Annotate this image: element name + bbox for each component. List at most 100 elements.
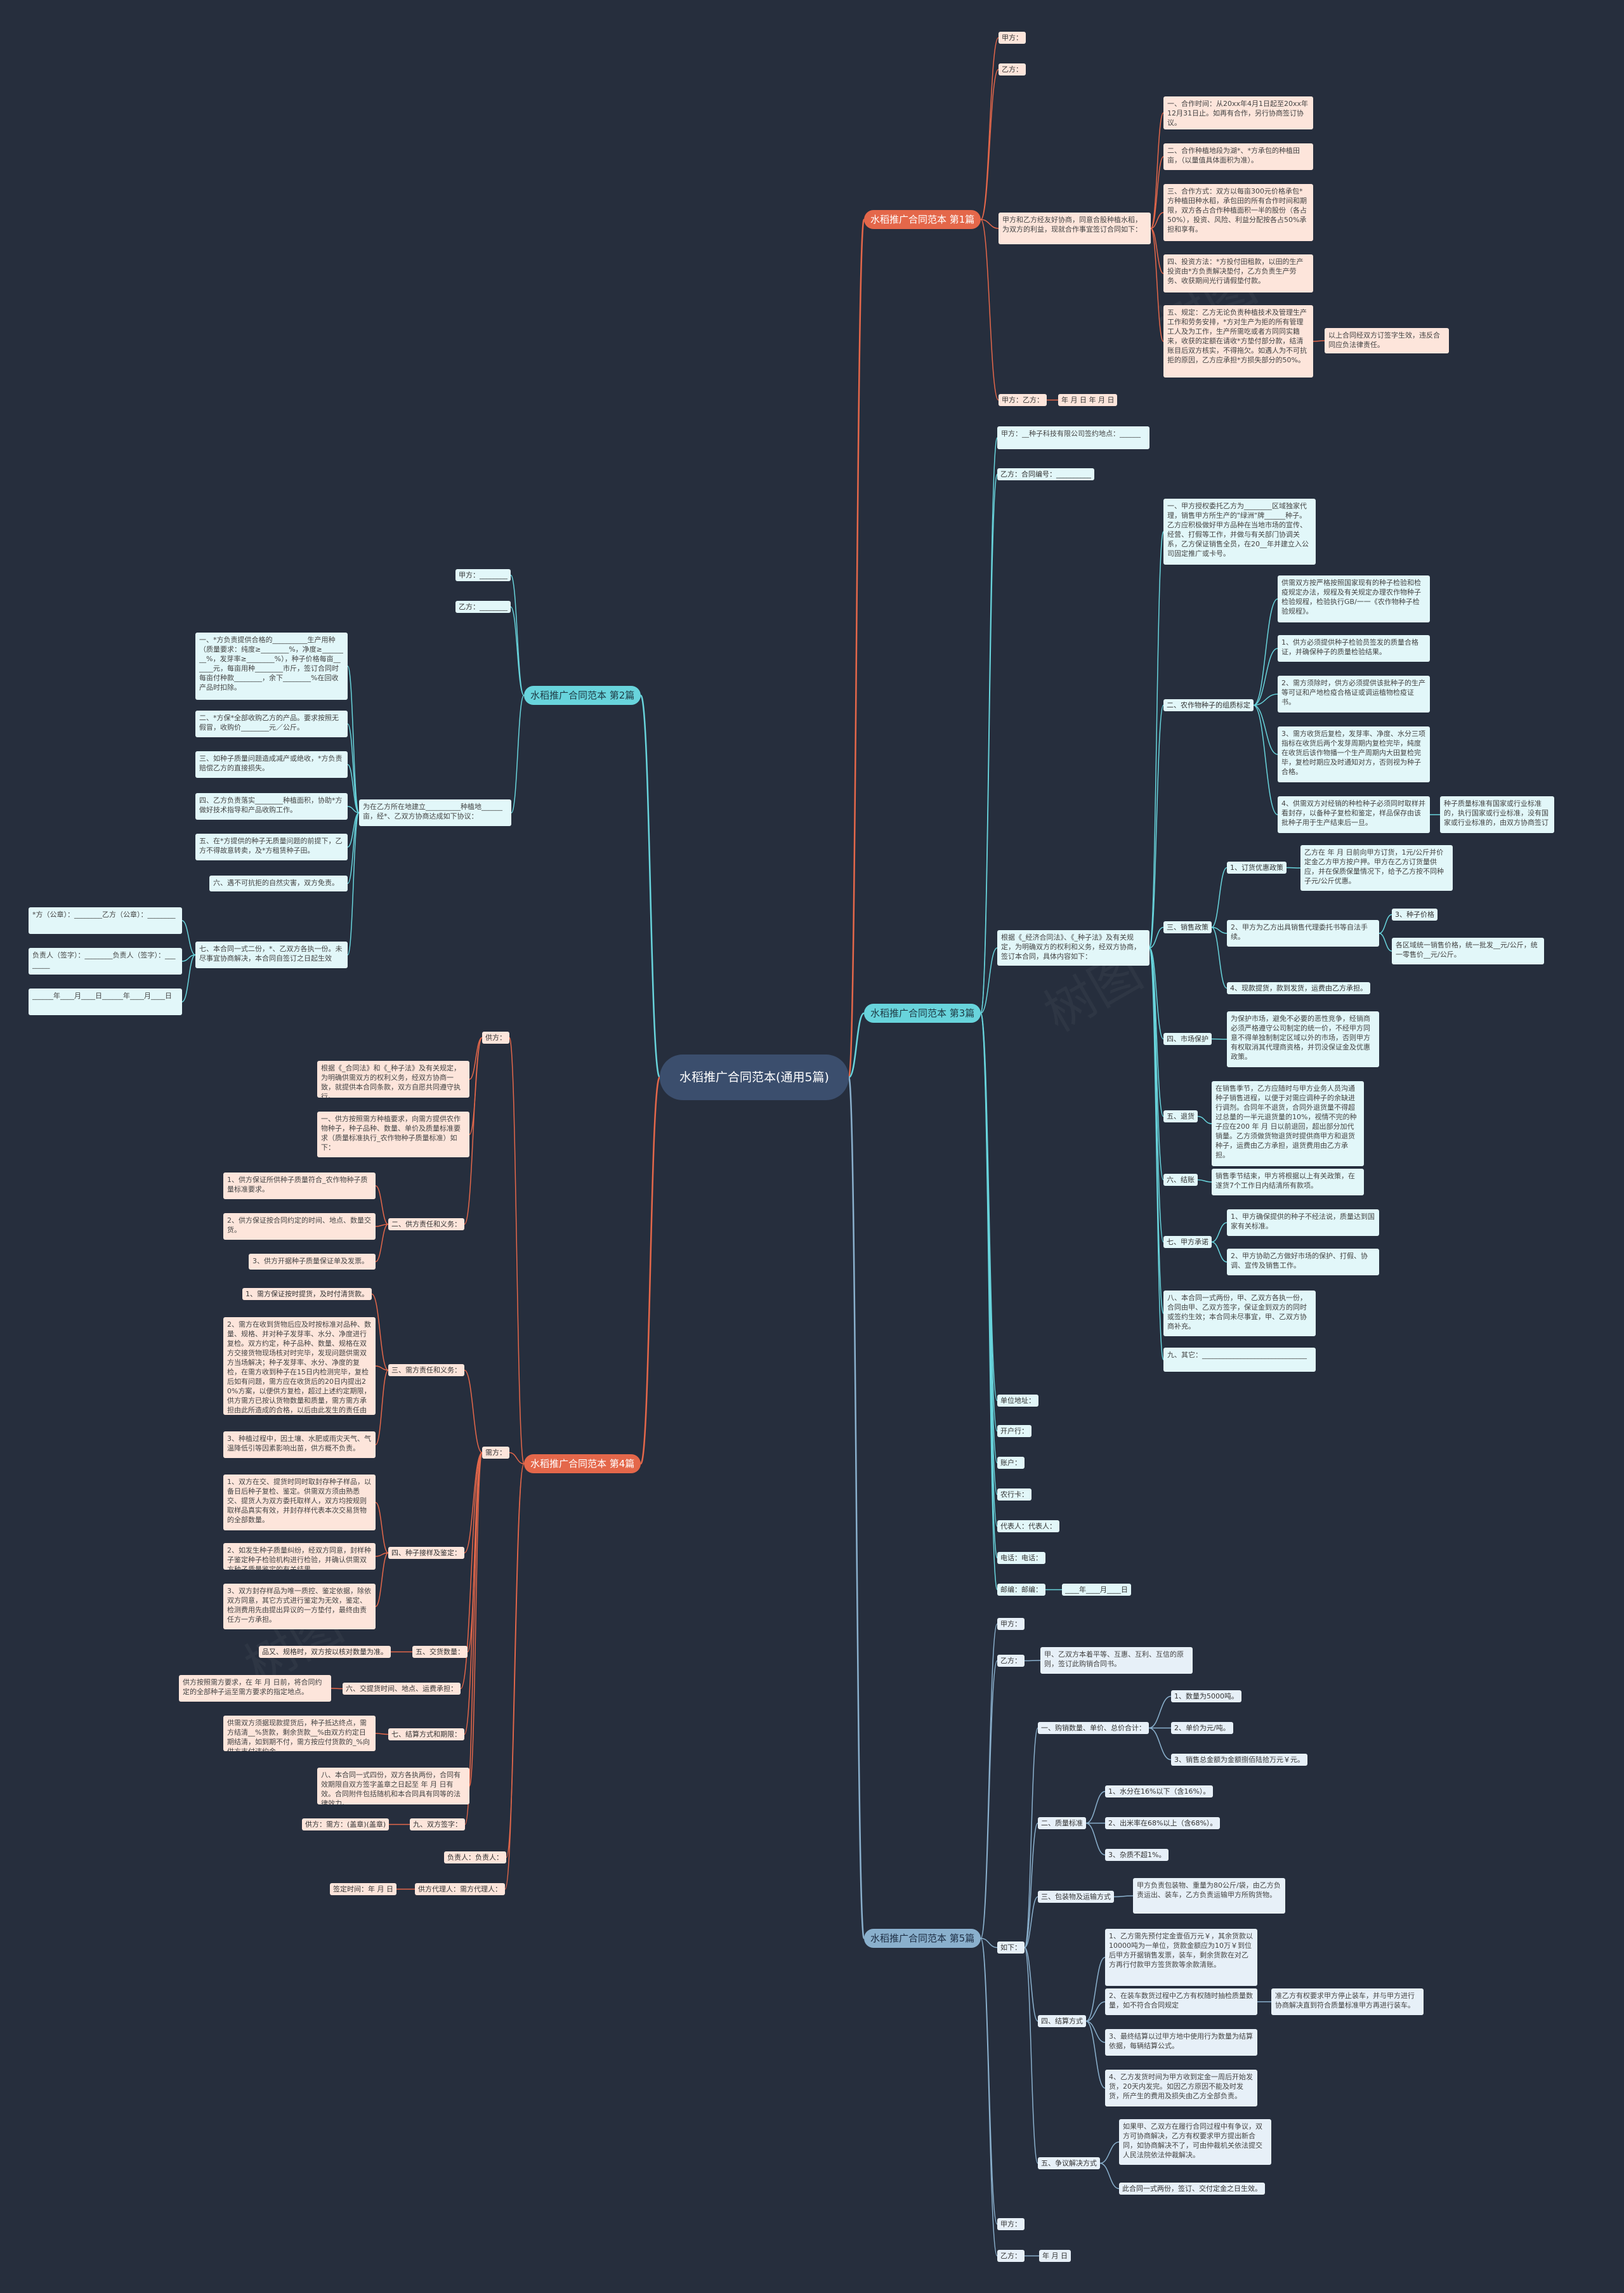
branch-part-4[interactable]: 水稻推广合同范本 第4篇 <box>524 1454 641 1473</box>
node-subclause[interactable]: 供需双方按严格按照国家现有的种子检验和检疫规定办法，规程及有关规定办理农作物种子… <box>1278 575 1430 622</box>
node-clause[interactable]: 三、合作方式：双方以每亩300元价格承包*方种植田种水稻，承包田的所有合作时间和… <box>1163 184 1313 241</box>
node-party-a[interactable]: 甲方：__种子科技有限公司签约地点：______ <box>997 426 1149 449</box>
node-subclause[interactable]: 1、需方保证按时提货，及时付清货款。 <box>242 1288 372 1300</box>
node-party-b[interactable]: 乙方：________ <box>455 601 511 613</box>
node-agent[interactable]: 供方代理人：需方代理人： <box>415 1883 505 1895</box>
node-subclause[interactable]: 乙方在 年 月 日前向甲方订货，1元/公斤并价定金乙方甲方按户押。甲方在乙方订货… <box>1300 845 1453 891</box>
node-subclause[interactable]: 为保护市场，避免不必要的恶性竞争，经销商必须严格遵守公司制定的统一价，不经甲方同… <box>1227 1011 1379 1067</box>
node-clause[interactable]: 四、结算方式 <box>1038 2015 1086 2027</box>
node-clause[interactable]: 九、其它：______________________________ <box>1163 1348 1316 1372</box>
branch-part-1[interactable]: 水稻推广合同范本 第1篇 <box>864 210 981 229</box>
node-subclause[interactable]: 1、供方保证所供种子质量符合_农作物种子质量标准要求。 <box>223 1173 376 1199</box>
node-intro[interactable]: 甲、乙双方本着平等、互惠、互利、互信的原则，签订此购销合同书。 <box>1040 1647 1193 1674</box>
branch-part-5[interactable]: 水稻推广合同范本 第5篇 <box>864 1929 981 1948</box>
node-subclause[interactable]: 甲方负责包装物、重量为80公斤/袋，由乙方负责运出、装车，乙方负责运输甲方所购货… <box>1133 1878 1285 1914</box>
root-topic[interactable]: 水稻推广合同范本(通用5篇) <box>660 1055 849 1100</box>
node-signatures[interactable]: 甲方：乙方： <box>999 394 1047 406</box>
node-clause[interactable]: 五、在*方提供的种子无质量问题的前提下，乙方不得故意转卖，及*方租赁种子田。 <box>195 834 348 860</box>
node-party-b[interactable]: 乙方： <box>999 63 1026 76</box>
node-clause[interactable]: 九、双方签字： <box>410 1818 465 1830</box>
node-clause[interactable]: 六、交提货时间、地点、运费承担： <box>343 1683 461 1695</box>
node-representative[interactable]: 代表人：代表人： <box>997 1520 1059 1532</box>
node-party-a[interactable]: 甲方：________ <box>455 569 511 581</box>
node-intro[interactable]: 甲方和乙方经友好协商，同意合股种植水稻，为双方的利益，现就合作事宜签订合同如下： <box>999 213 1151 244</box>
node-clause[interactable]: 三、需方责任和义务： <box>388 1364 464 1376</box>
node-party-a[interactable]: 甲方： <box>999 32 1026 44</box>
node-clause[interactable]: 四、市场保护 <box>1163 1033 1212 1045</box>
node-subclause[interactable]: 3、最终结算以过甲方地中使用行为数量为结算依据，每辆结算公式。 <box>1105 2029 1257 2056</box>
node-subclause[interactable]: 1、订货优惠政策 <box>1227 862 1287 874</box>
node-clause[interactable]: 三、销售政策 <box>1163 921 1212 933</box>
node-subclause[interactable]: 种子质量标准有国家或行业标准的，执行国家或行业标准，没有国家或行业标准的，由双方… <box>1440 796 1554 833</box>
node-clause[interactable]: 二、合作种植地段为湖*、*方承包的种植田亩，（以量值具体面积为准）。 <box>1163 143 1313 170</box>
node-phone[interactable]: 电话：电话： <box>997 1552 1045 1564</box>
branch-part-3[interactable]: 水稻推广合同范本 第3篇 <box>864 1004 981 1023</box>
node-subclause[interactable]: 准乙方有权要求甲方停止装车，并与甲方进行协商解决直到符合质量标准甲方再进行装车。 <box>1271 1988 1424 2015</box>
node-subclause[interactable]: 3、销售总金额为金额捌佰陆拾万元￥元。 <box>1171 1754 1307 1766</box>
node-subclause[interactable]: 销售季节结束，甲方将根据以上有关政策，在遂货7个工作日内结清所有款项。 <box>1212 1169 1364 1195</box>
node-signer[interactable]: 负责人（签字）：________负责人（签字）：________ <box>29 948 182 975</box>
node-party-a[interactable]: 甲方： <box>997 1618 1025 1630</box>
node-subclause[interactable]: 如果甲、乙双方在履行合同过程中有争议，双方可协商解决，乙方有权要求甲方提出新合同… <box>1119 2119 1271 2165</box>
node-clause[interactable]: 五、争议解决方式 <box>1038 2157 1100 2169</box>
node-clause[interactable]: 八、本合同一式两份，甲、乙双方各执一份，合同由甲、乙双方签字，保证金到双方的同时… <box>1163 1291 1316 1336</box>
node-subclause[interactable]: 2、出米率在68%以上（含68%）。 <box>1105 1817 1221 1829</box>
node-intro[interactable]: 根据《_合同法》和《_种子法》及有关规定，为明确供需双方的权利义务，经双方协商一… <box>317 1061 469 1098</box>
node-subclause[interactable]: 4、供需双方对经销的种检种子必须同时取样并看封存，以备种子复检和鉴定，样品保存由… <box>1278 796 1430 833</box>
node-clause[interactable]: 一、购销数量、单价、总价合计： <box>1038 1722 1149 1734</box>
node-subclause[interactable]: 3、供方开据种子质量保证单及发票。 <box>249 1254 376 1270</box>
node-date[interactable]: ____年____月____日 <box>1062 1584 1131 1596</box>
node-date[interactable]: ______年____月____日______年____月____日 <box>29 989 182 1015</box>
node-clause[interactable]: 一、合作时间：从20xx年4月1日起至20xx年12月31日止。如再有合作，另行… <box>1163 96 1313 129</box>
node-buyer[interactable]: 需方： <box>482 1447 509 1459</box>
node-clause[interactable]: 三、包装物及运输方式 <box>1038 1891 1114 1903</box>
node-subclause[interactable]: 2、甲方协助乙方做好市场的保护、打假、协调、宣传及销售工作。 <box>1227 1249 1379 1275</box>
node-party-b[interactable]: 乙方：合同编号：__________ <box>997 468 1094 480</box>
node-intro[interactable]: 根据《_经济合同法》、《_种子法》及有关规定，为明确双方的权利和义务，经双方协商… <box>997 930 1149 966</box>
node-subclause[interactable]: 2、供方保证按合同约定的时间、地点、数量交货。 <box>223 1213 376 1240</box>
node-subclause[interactable]: 1、供方必须提供种子检验员签发的质量合格证，并确保种子的质量检验结果。 <box>1278 635 1430 662</box>
node-subclause[interactable]: 在销售季节，乙方应随时与甲方业务人员沟通种子销售进程，以便于对需应调种子的余缺进… <box>1212 1081 1364 1166</box>
node-bank[interactable]: 开户行： <box>997 1425 1031 1437</box>
node-clause[interactable]: 一、*方负责提供合格的__________生产用种（质量要求：纯度≥______… <box>195 633 348 700</box>
node-subclause[interactable]: 3、需方收货后复检，发芽率、净度、水分三项指标在收货后两个发芽周期内复检完毕，純… <box>1278 726 1430 782</box>
node-clause[interactable]: 五、退货 <box>1163 1110 1198 1122</box>
node-seal[interactable]: *方（公章）：________乙方（公章）：________ <box>29 907 182 934</box>
node-subclause[interactable]: 4、乙方发货时间为甲方收到定金一周后开始发货，20天内发完。如因乙方原因不能及时… <box>1105 2070 1257 2106</box>
node-subclause[interactable]: 3、种植过程中，因土壤、水肥或雨灾天气、气温降低引等因素影响出苗，供方概不负责。 <box>223 1431 376 1458</box>
node-clause[interactable]: 七、甲方承诺 <box>1163 1236 1212 1248</box>
node-subclause[interactable]: 2、如发生种子质量纠纷，经双方同意，封样种子鉴定种子检验机构进行检验，并确认供需… <box>223 1543 376 1570</box>
node-clause[interactable]: 二、质量标准 <box>1038 1817 1086 1829</box>
node-clause[interactable]: 三、如种子质量问题造成减产或绝收，*方负责赔偿乙方的直接损失。 <box>195 751 348 778</box>
node-subclause[interactable]: 1、数量为5000吨。 <box>1171 1690 1241 1702</box>
node-subclause[interactable]: 2、需方在收到货物后应及时按标准对品种、数量、规格、并对种子发芽率、水分、净度进… <box>223 1317 376 1415</box>
node-clause[interactable]: 二、供方责任和义务： <box>388 1218 464 1230</box>
node-subclause[interactable]: 品又、规格时，双方按以核对数量为准。 <box>259 1646 391 1658</box>
node-party-b[interactable]: 乙方： <box>997 1655 1025 1667</box>
node-terms[interactable]: 如下： <box>997 1941 1025 1954</box>
node-subclause[interactable]: 1、乙方需先预付定金壹佰万元￥，其余货款以10000吨为一单位，货款金额应为10… <box>1105 1929 1257 1986</box>
node-subclause[interactable]: 3、种子价格 <box>1392 909 1437 921</box>
node-subclause[interactable]: 2、单价为元/吨。 <box>1171 1722 1233 1734</box>
node-subclause[interactable]: 3、杂质不超1%。 <box>1105 1849 1169 1861</box>
node-subclause[interactable]: 供方按照需方要求，在 年 月 日前，将合同约定的全部种子运至需方要求的指定地点。 <box>179 1675 331 1702</box>
node-card[interactable]: 农行卡： <box>997 1488 1031 1501</box>
node-clause[interactable]: 七、本合同一式二份，*、乙双方各执一份。未尽事宜协商解决，本合同自签订之日起生效 <box>195 942 348 968</box>
node-clause[interactable]: 六、遇不可抗拒的自然灾害，双方免责。 <box>209 876 348 891</box>
node-clause[interactable]: 五、交货数量： <box>412 1646 468 1658</box>
node-party-b[interactable]: 乙方： <box>997 2250 1025 2262</box>
node-subclause[interactable]: 供需双方须据现款提货后，种子抵达终点，需方结清__%货款，剩余货款__%由双方约… <box>223 1716 376 1751</box>
node-responsible[interactable]: 负责人：负责人： <box>444 1851 506 1863</box>
node-clause[interactable]: 四、种子接样及鉴定： <box>388 1547 464 1559</box>
node-postcode[interactable]: 邮编：邮编： <box>997 1584 1045 1596</box>
node-clause[interactable]: 六、结账 <box>1163 1174 1198 1186</box>
node-subclause[interactable]: 此合同一式两份，签订、交付定金之日生效。 <box>1119 2183 1265 2195</box>
node-intro[interactable]: 为在乙方所在地建立__________种植地______亩，经*、乙双方协商达成… <box>359 799 511 826</box>
node-clause[interactable]: 四、投资方法：*方投付田租款，以田的生产投资由*方负责解决垫付，乙方负责生产劳务… <box>1163 254 1313 292</box>
node-clause[interactable]: 以上合同经双方订签字生效，违反合同应负法律责任。 <box>1325 328 1449 353</box>
node-subclause[interactable]: 1、水分在16%以下（含16%）。 <box>1105 1785 1214 1797</box>
branch-part-2[interactable]: 水稻推广合同范本 第2篇 <box>524 686 641 705</box>
node-clause[interactable]: 八、本合同一式四份，双方各执两份，合同有效期限自双方签字盖章之日起至 年 月 日… <box>317 1768 469 1804</box>
node-subclause[interactable]: 供方：需方：(盖章)(盖章) <box>302 1818 390 1830</box>
node-subclause[interactable]: 1、双方在交、提货时同时取封存种子样品，以备日后种子复检、鉴定。供需双方须由熟悉… <box>223 1475 376 1530</box>
